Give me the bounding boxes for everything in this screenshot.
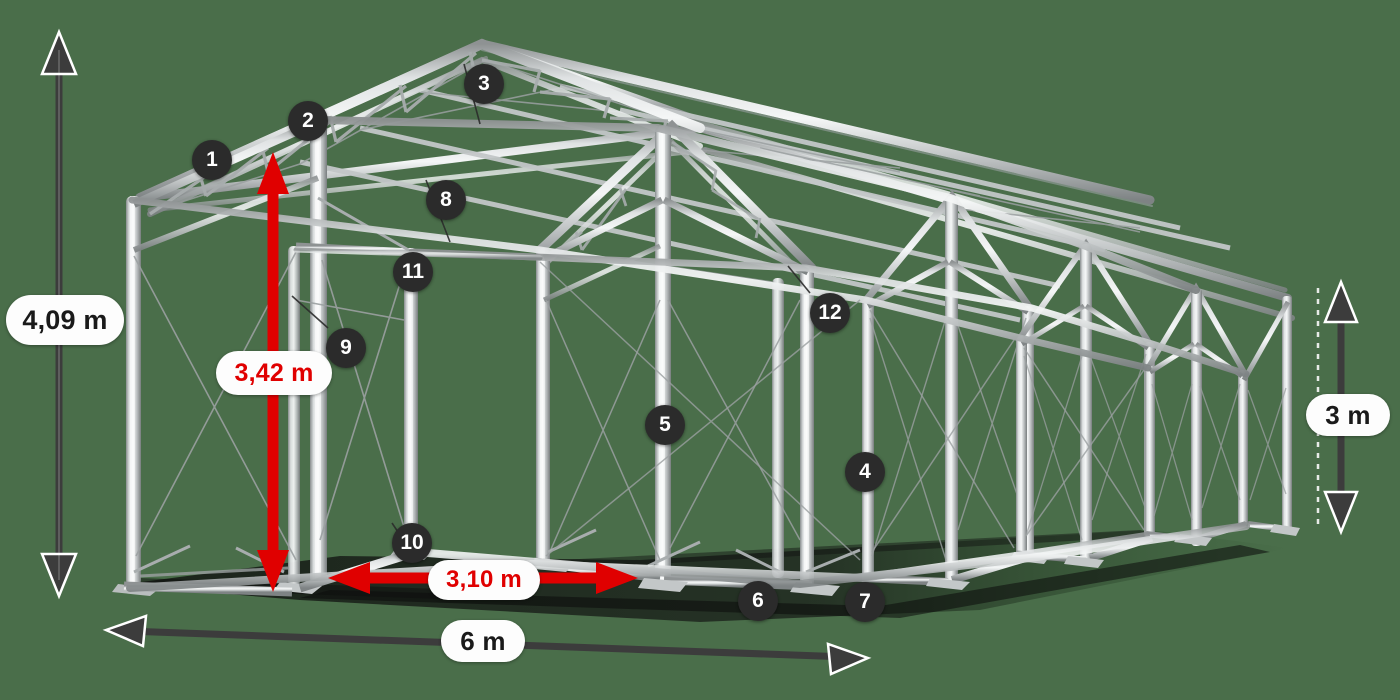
dimension-label-width: 6 m bbox=[441, 620, 525, 662]
callout-badge-1[interactable]: 1 bbox=[192, 140, 232, 180]
callout-badge-4[interactable]: 4 bbox=[845, 452, 885, 492]
callout-badge-8[interactable]: 8 bbox=[426, 180, 466, 220]
callout-badge-11[interactable]: 11 bbox=[393, 252, 433, 292]
dimension-label-side-height: 3 m bbox=[1306, 394, 1390, 436]
callout-badge-12[interactable]: 12 bbox=[810, 293, 850, 333]
mid-gable-truss bbox=[524, 119, 861, 596]
dimension-label-bay-spacing: 3,10 m bbox=[428, 560, 540, 600]
wall-bracing-wires bbox=[539, 261, 1145, 561]
callout-badge-9[interactable]: 9 bbox=[326, 328, 366, 368]
dimension-label-ridge-height: 4,09 m bbox=[6, 295, 124, 345]
callout-badge-2[interactable]: 2 bbox=[288, 101, 328, 141]
front-gable-truss bbox=[112, 38, 705, 597]
callout-badge-5[interactable]: 5 bbox=[645, 405, 685, 445]
callout-badge-6[interactable]: 6 bbox=[738, 581, 778, 621]
eave-rails bbox=[126, 116, 1250, 592]
callout-badge-3[interactable]: 3 bbox=[464, 64, 504, 104]
dimension-label-clear-height: 3,42 m bbox=[216, 351, 332, 395]
callout-badge-7[interactable]: 7 bbox=[845, 582, 885, 622]
callout-badge-10[interactable]: 10 bbox=[392, 523, 432, 563]
